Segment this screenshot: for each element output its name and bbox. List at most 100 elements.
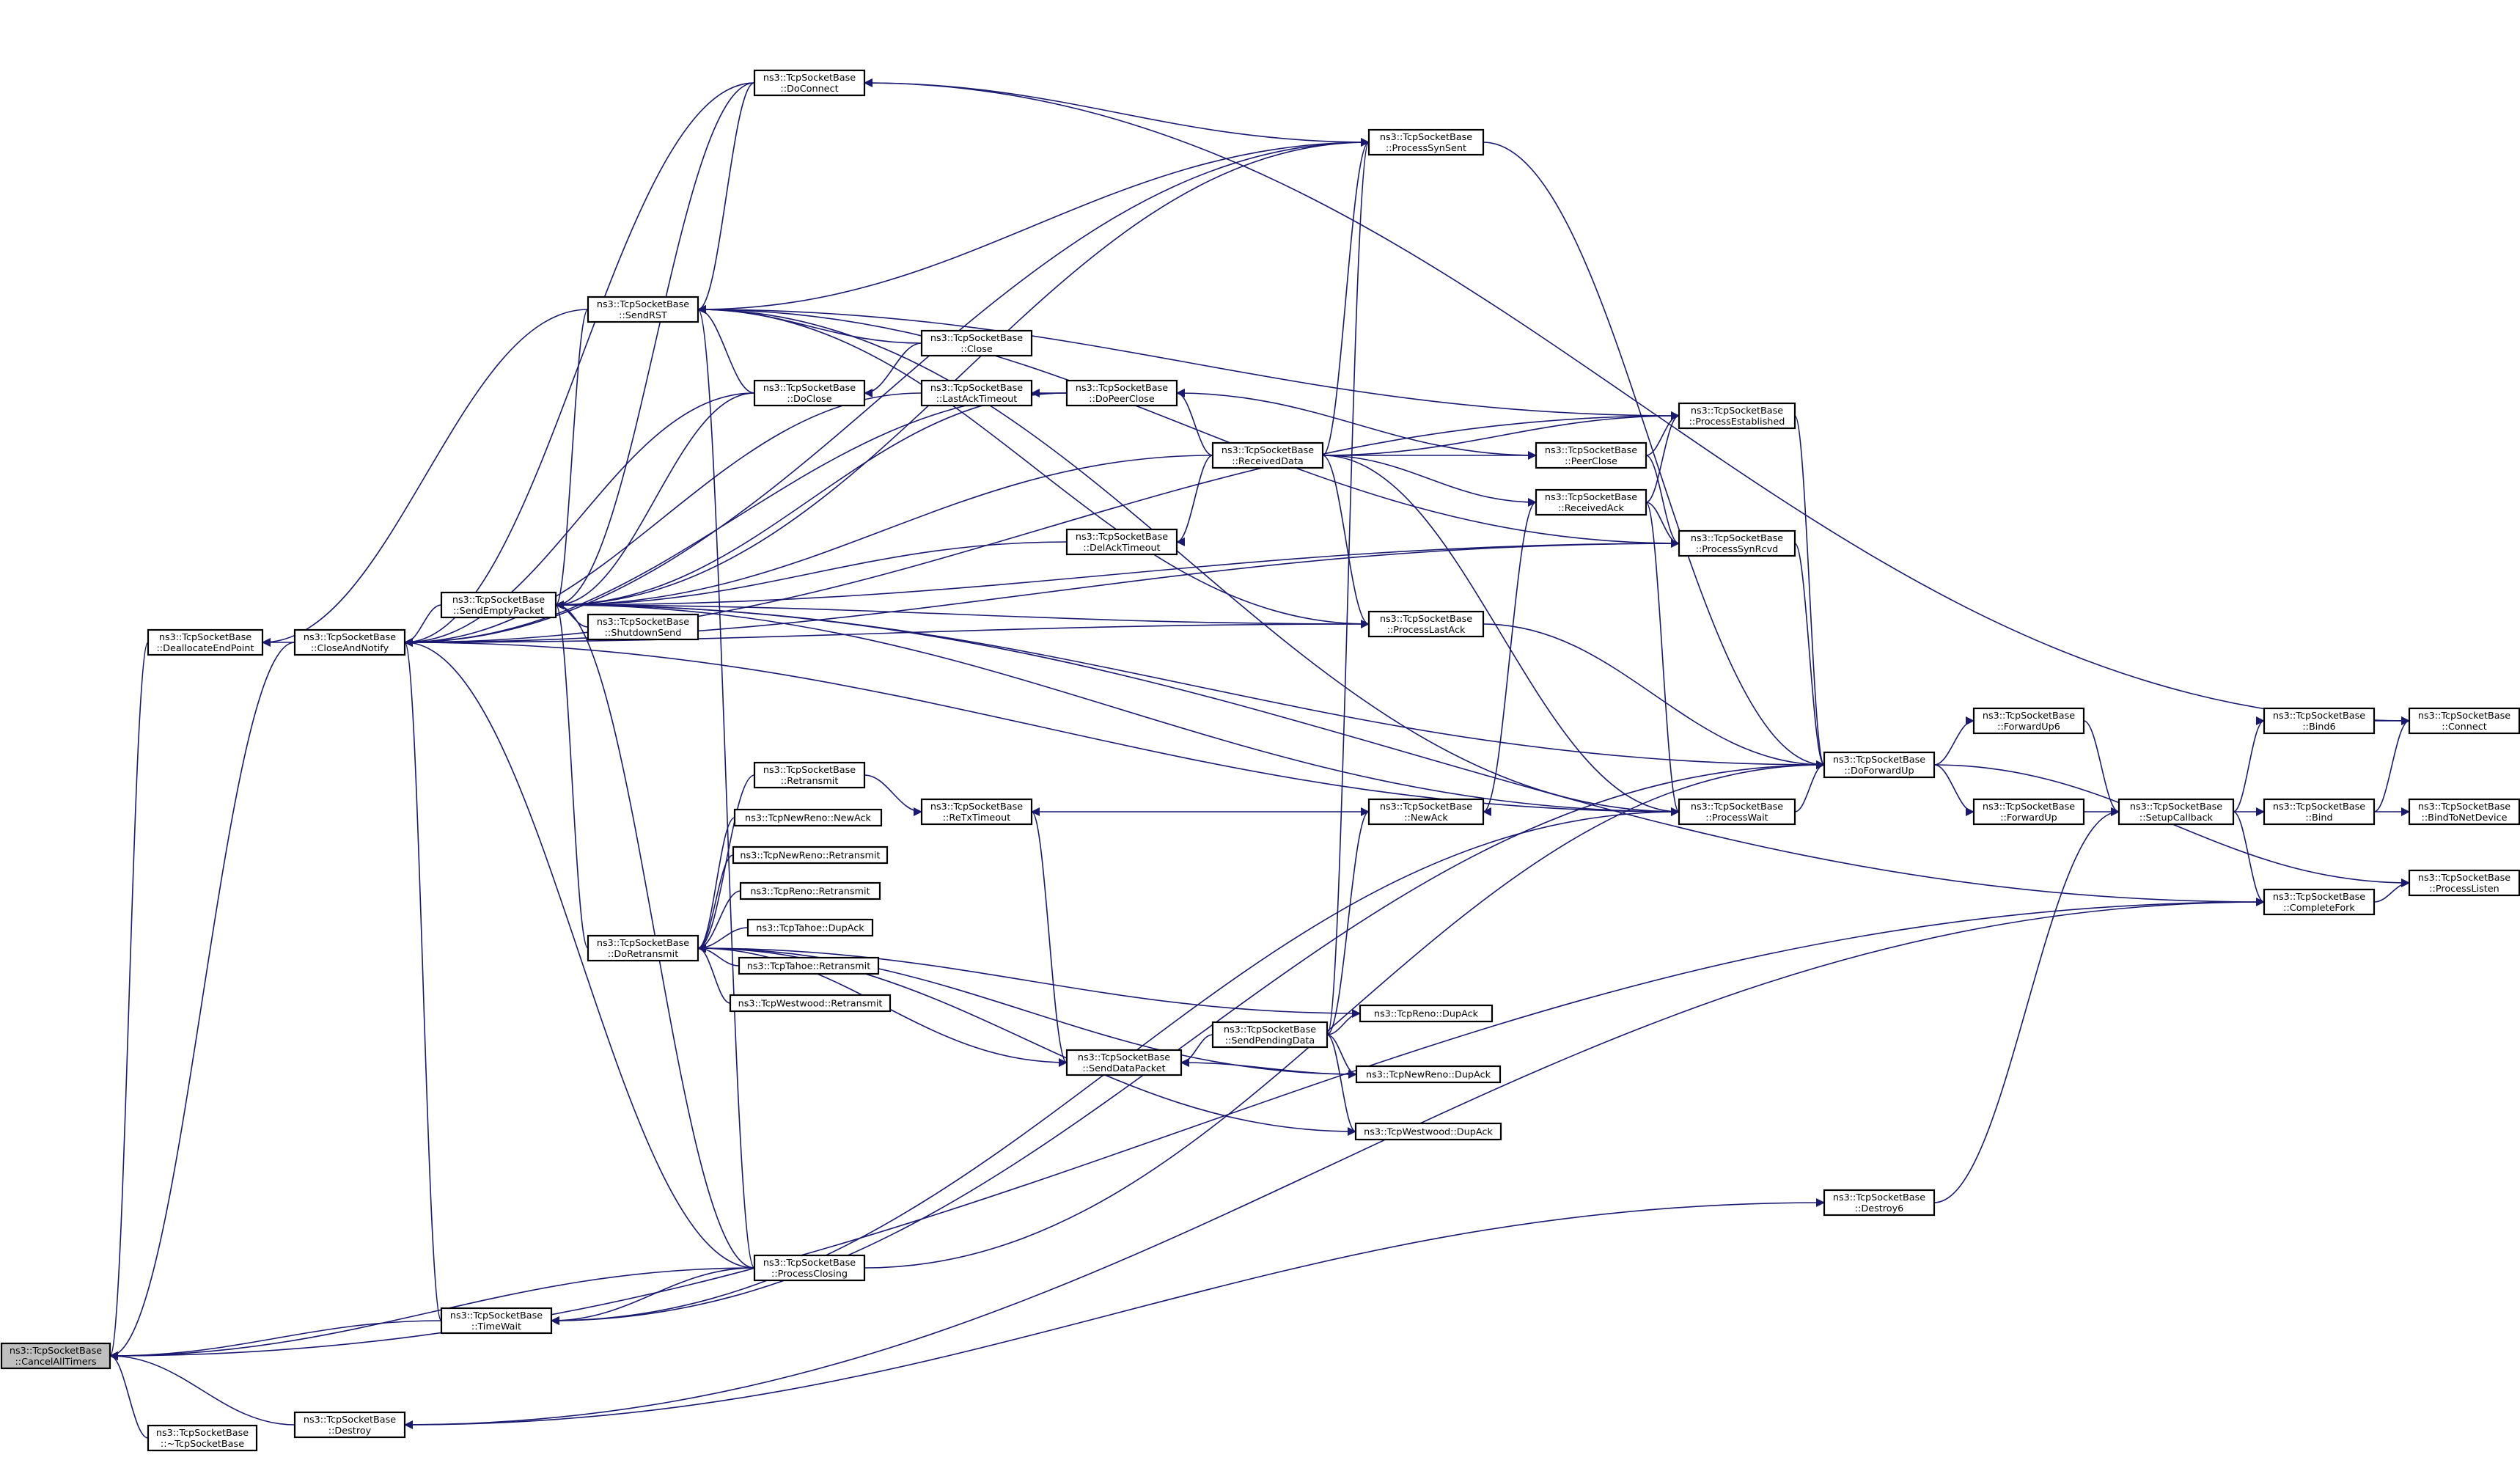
node-ProcessListen[interactable]: ns3::TcpSocketBase::ProcessListen [2408,869,2520,897]
node-box[interactable] [1367,128,1485,156]
node-Westwood_DupAck[interactable]: ns3::TcpWestwood::DupAck [1354,1122,1502,1141]
node-CloseAndNotify[interactable]: ns3::TcpSocketBase::CloseAndNotify [293,628,406,656]
node-ReTxTimeout[interactable]: ns3::TcpSocketBase::ReTxTimeout [920,798,1033,826]
node-DoPeerClose[interactable]: ns3::TcpSocketBase::DoPeerClose [1065,379,1178,407]
node-Tahoe_DupAck[interactable]: ns3::TcpTahoe::DupAck [746,918,874,937]
node-box[interactable] [440,1307,553,1335]
node-Retransmit[interactable]: ns3::TcpSocketBase::Retransmit [753,761,866,789]
node-box[interactable] [0,1342,111,1370]
node-ProcessEstablished[interactable]: ns3::TcpSocketBase::ProcessEstablished [1678,402,1796,430]
node-box[interactable] [746,918,874,937]
node-dtor[interactable]: ns3::TcpSocketBase::~TcpSocketBase [147,1424,258,1452]
node-box[interactable] [2408,869,2520,897]
node-box[interactable] [1678,402,1796,430]
node-box[interactable] [440,591,557,619]
node-box[interactable] [1211,1021,1329,1049]
node-box[interactable] [920,329,1033,357]
node-Westwood_Retransmit[interactable]: ns3::TcpWestwood::Retransmit [729,994,892,1013]
node-box[interactable] [753,379,866,407]
node-SendDataPacket[interactable]: ns3::TcpSocketBase::SendDataPacket [1065,1049,1183,1076]
node-box[interactable] [732,845,889,865]
node-box[interactable] [1678,798,1796,826]
node-Tahoe_Retransmit[interactable]: ns3::TcpTahoe::Retransmit [738,956,880,975]
node-box[interactable] [293,628,406,656]
node-box[interactable] [147,1424,258,1452]
node-Reno_Retransmit[interactable]: ns3::TcpReno::Retransmit [739,881,881,900]
node-box[interactable] [1359,1004,1494,1023]
node-box[interactable] [729,994,892,1013]
node-CancelAllTimers[interactable]: ns3::TcpSocketBase::CancelAllTimers [0,1342,111,1370]
node-SetupCallback[interactable]: ns3::TcpSocketBase::SetupCallback [2117,798,2235,826]
node-box[interactable] [1367,798,1485,826]
node-ProcessSynRcvd[interactable]: ns3::TcpSocketBase::ProcessSynRcvd [1678,529,1796,557]
node-Destroy[interactable]: ns3::TcpSocketBase::Destroy [293,1411,406,1439]
node-box[interactable] [738,956,880,975]
node-CompleteFork[interactable]: ns3::TcpSocketBase::CompleteFork [2263,888,2376,916]
node-box[interactable] [293,1411,406,1439]
node-box[interactable] [1355,1065,1502,1084]
node-NR_NewAck[interactable]: ns3::TcpNewReno::NewAck [733,808,883,827]
node-SendRST[interactable]: ns3::TcpSocketBase::SendRST [587,296,699,323]
node-box[interactable] [739,881,881,900]
node-DoRetransmit[interactable]: ns3::TcpSocketBase::DoRetransmit [587,934,699,962]
node-SendPendingData[interactable]: ns3::TcpSocketBase::SendPendingData [1211,1021,1329,1049]
node-ProcessLastAck[interactable]: ns3::TcpSocketBase::ProcessLastAck [1367,610,1485,638]
node-box[interactable] [753,1254,866,1282]
node-Close[interactable]: ns3::TcpSocketBase::Close [920,329,1033,357]
node-ProcessWait[interactable]: ns3::TcpSocketBase::ProcessWait [1678,798,1796,826]
node-box[interactable] [1535,488,1647,516]
node-box[interactable] [2263,707,2376,735]
node-DoConnect[interactable]: ns3::TcpSocketBase::DoConnect [753,69,866,97]
node-SendEmptyPacket[interactable]: ns3::TcpSocketBase::SendEmptyPacket [440,591,557,619]
node-DoForwardUp[interactable]: ns3::TcpSocketBase::DoForwardUp [1823,751,1936,779]
node-Connect[interactable]: ns3::TcpSocketBase::Connect [2408,707,2520,735]
node-box[interactable] [753,69,866,97]
node-NR_Retransmit[interactable]: ns3::TcpNewReno::Retransmit [732,845,889,865]
node-Reno_DupAck[interactable]: ns3::TcpReno::DupAck [1359,1004,1494,1023]
node-box[interactable] [1211,441,1324,469]
node-LastAckTimeout[interactable]: ns3::TcpSocketBase::LastAckTimeout [920,379,1033,407]
node-PeerClose[interactable]: ns3::TcpSocketBase::PeerClose [1535,441,1647,469]
node-box[interactable] [733,808,883,827]
node-ProcessClosing[interactable]: ns3::TcpSocketBase::ProcessClosing [753,1254,866,1282]
node-box[interactable] [2408,707,2520,735]
node-BindToNetDevice[interactable]: ns3::TcpSocketBase::BindToNetDevice [2408,798,2520,826]
node-box[interactable] [1823,751,1936,779]
node-box[interactable] [1972,798,2085,826]
node-box[interactable] [920,379,1033,407]
node-TimeWait[interactable]: ns3::TcpSocketBase::TimeWait [440,1307,553,1335]
node-ProcessSynSent[interactable]: ns3::TcpSocketBase::ProcessSynSent [1367,128,1485,156]
node-DoClose[interactable]: ns3::TcpSocketBase::DoClose [753,379,866,407]
node-box[interactable] [1972,707,2085,735]
node-DeallocateEndPoint[interactable]: ns3::TcpSocketBase::DeallocateEndPoint [147,628,264,656]
node-box[interactable] [2263,888,2376,916]
node-box[interactable] [1823,1189,1936,1217]
node-box[interactable] [587,613,699,641]
node-DelAckTimeout[interactable]: ns3::TcpSocketBase::DelAckTimeout [1065,528,1178,556]
node-box[interactable] [1065,528,1178,556]
node-ForwardUp6[interactable]: ns3::TcpSocketBase::ForwardUp6 [1972,707,2085,735]
node-box[interactable] [1367,610,1485,638]
node-box[interactable] [1535,441,1647,469]
node-box[interactable] [587,934,699,962]
node-Bind[interactable]: ns3::TcpSocketBase::Bind [2263,798,2376,826]
node-Destroy6[interactable]: ns3::TcpSocketBase::Destroy6 [1823,1189,1936,1217]
node-ReceivedData[interactable]: ns3::TcpSocketBase::ReceivedData [1211,441,1324,469]
node-box[interactable] [1065,379,1178,407]
node-box[interactable] [753,761,866,789]
node-box[interactable] [2117,798,2235,826]
node-NewAck[interactable]: ns3::TcpSocketBase::NewAck [1367,798,1485,826]
node-Bind6[interactable]: ns3::TcpSocketBase::Bind6 [2263,707,2376,735]
node-box[interactable] [920,798,1033,826]
node-NR_DupAck[interactable]: ns3::TcpNewReno::DupAck [1355,1065,1502,1084]
node-ShutdownSend[interactable]: ns3::TcpSocketBase::ShutdownSend [587,613,699,641]
node-ReceivedAck[interactable]: ns3::TcpSocketBase::ReceivedAck [1535,488,1647,516]
node-box[interactable] [147,628,264,656]
node-box[interactable] [2263,798,2376,826]
node-box[interactable] [1065,1049,1183,1076]
node-box[interactable] [587,296,699,323]
node-ForwardUp[interactable]: ns3::TcpSocketBase::ForwardUp [1972,798,2085,826]
node-box[interactable] [1678,529,1796,557]
node-box[interactable] [1354,1122,1502,1141]
node-box[interactable] [2408,798,2520,826]
